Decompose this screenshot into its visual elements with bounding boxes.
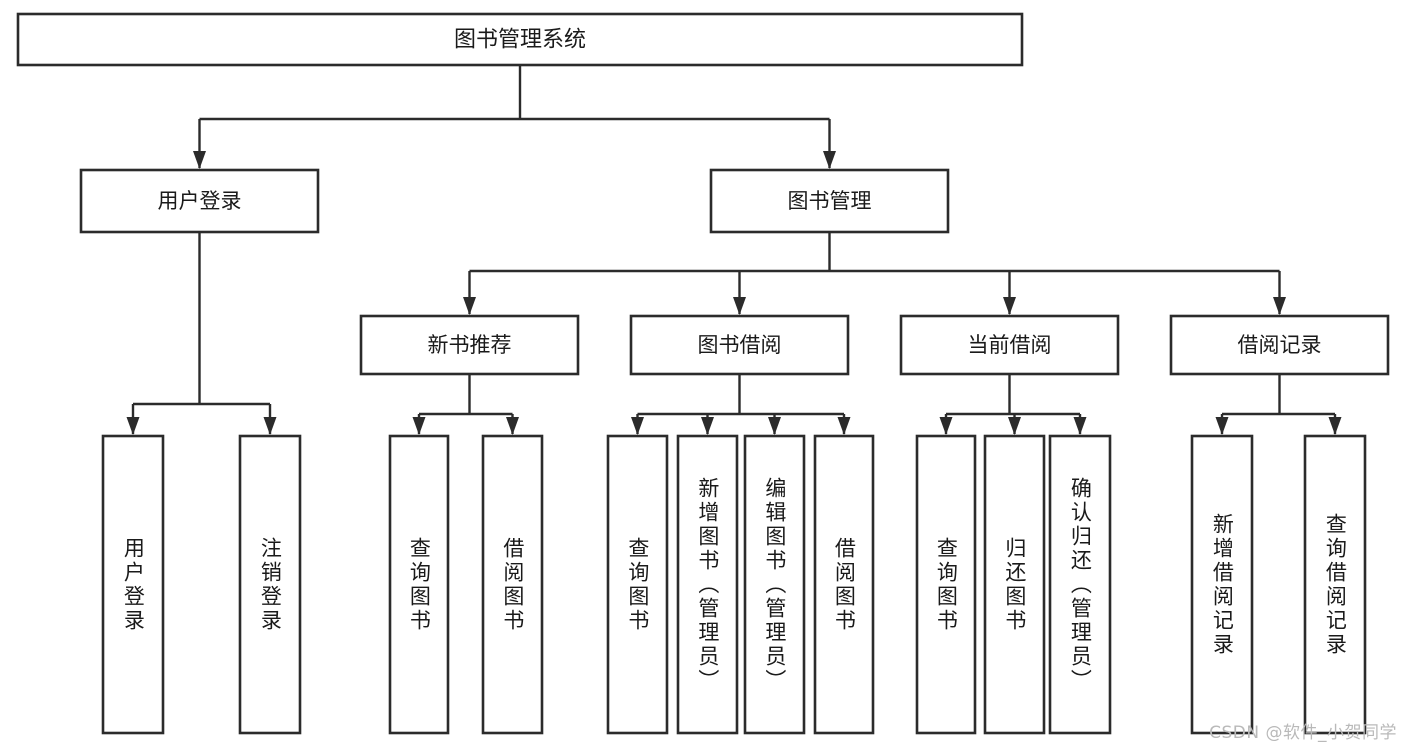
node-label-borrow-record: 借阅记录 xyxy=(1238,333,1322,357)
arrow-head xyxy=(837,417,851,435)
node-label-root: 图书管理系统 xyxy=(454,28,586,53)
node-box-leaf-logout[interactable] xyxy=(238,434,302,735)
node-box-leaf-borrow-book-recommend[interactable] xyxy=(481,434,544,735)
node-box-leaf-query-book-borrow[interactable] xyxy=(606,434,669,735)
node-box-leaf-confirm-return-admin[interactable] xyxy=(1048,434,1112,735)
arrow-head xyxy=(939,417,953,435)
node-box-root[interactable] xyxy=(16,12,1024,67)
node-box-leaf-return-book[interactable] xyxy=(983,434,1046,735)
node-box-leaf-query-book-recommend[interactable] xyxy=(388,434,450,735)
node-label-new-book-recommend: 新书推荐 xyxy=(428,333,512,357)
arrow-head xyxy=(1073,417,1087,435)
boxes-layer xyxy=(16,12,1390,735)
arrow-head xyxy=(263,417,277,435)
arrow-head xyxy=(412,417,426,435)
arrow-head xyxy=(1273,297,1286,315)
connectors-layer xyxy=(126,65,1342,435)
node-box-leaf-edit-book-admin[interactable] xyxy=(743,434,806,735)
node-box-book-management[interactable] xyxy=(709,168,950,234)
node-box-new-book-recommend[interactable] xyxy=(359,314,580,376)
arrow-head xyxy=(631,417,644,435)
arrow-head xyxy=(733,297,746,315)
watermark-text: CSDN @软件_小贺同学 xyxy=(1209,723,1397,743)
arrow-head xyxy=(701,417,714,435)
arrow-head xyxy=(1003,297,1016,315)
node-label-current-borrow: 当前借阅 xyxy=(968,333,1052,357)
arrow-head xyxy=(1215,417,1229,435)
node-box-leaf-user-login[interactable] xyxy=(101,434,165,735)
arrow-head xyxy=(1328,417,1342,435)
node-label-book-borrow: 图书借阅 xyxy=(698,333,782,357)
arrow-head xyxy=(193,151,206,169)
arrow-head xyxy=(768,417,781,435)
node-box-user-login[interactable] xyxy=(79,168,320,234)
arrow-head xyxy=(1008,417,1021,435)
node-box-book-borrow[interactable] xyxy=(629,314,850,376)
arrow-head xyxy=(506,417,519,435)
node-box-leaf-add-book-admin[interactable] xyxy=(676,434,739,735)
node-box-leaf-query-borrow-record[interactable] xyxy=(1303,434,1367,735)
arrow-head xyxy=(823,151,836,169)
node-label-user-login: 用户登录 xyxy=(158,189,242,213)
node-box-borrow-record[interactable] xyxy=(1169,314,1390,376)
node-box-leaf-query-book-current[interactable] xyxy=(915,434,977,735)
arrow-head xyxy=(126,417,140,435)
node-box-leaf-add-borrow-record[interactable] xyxy=(1190,434,1254,735)
node-label-book-management: 图书管理 xyxy=(788,189,872,213)
arrow-head xyxy=(463,297,476,315)
node-box-leaf-borrow-book[interactable] xyxy=(813,434,875,735)
node-box-current-borrow[interactable] xyxy=(899,314,1120,376)
